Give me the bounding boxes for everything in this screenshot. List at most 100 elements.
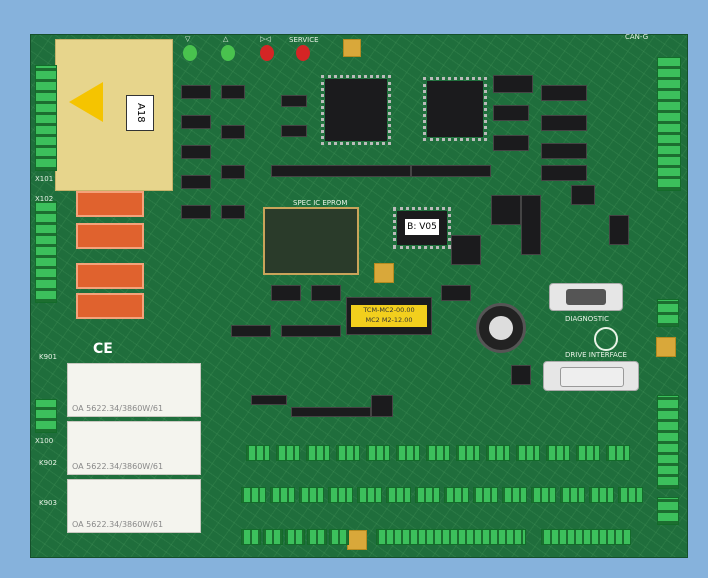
relay-label: K903 xyxy=(39,499,57,507)
relay xyxy=(76,293,144,319)
ic-chip xyxy=(291,407,371,417)
terminal-block[interactable] xyxy=(328,487,353,503)
relay xyxy=(76,191,144,217)
terminal-block[interactable] xyxy=(456,445,480,461)
terminal-block[interactable] xyxy=(486,445,510,461)
relay-k901: OA 5622.34/3860W/61 xyxy=(67,363,201,417)
ic-chip xyxy=(181,145,211,159)
ce-mark: CE xyxy=(93,341,113,357)
ic-chip xyxy=(491,195,521,225)
eprom-chip: TCM-MC2-00.00 MC2 M2-12.00 xyxy=(346,297,432,335)
ic-chip xyxy=(221,165,245,179)
drive-interface-label: DRIVE INTERFACE xyxy=(565,351,627,359)
ic-chip xyxy=(541,115,587,131)
terminal-block[interactable] xyxy=(285,529,305,545)
terminal-block[interactable] xyxy=(270,487,295,503)
diagnostic-label: DIAGNOSTIC xyxy=(565,315,609,323)
ic-chip xyxy=(281,125,307,137)
terminal-block[interactable] xyxy=(531,487,556,503)
eprom-label: SPEC IC EPROM xyxy=(293,199,348,207)
led-green-up xyxy=(221,45,235,61)
relay-k902: OA 5622.34/3860W/61 xyxy=(67,421,201,475)
ic-chip xyxy=(221,85,245,99)
relay xyxy=(76,223,144,249)
diagnostic-connector[interactable] xyxy=(549,283,623,311)
buzzer-center xyxy=(489,316,513,340)
relay-label: K902 xyxy=(39,459,57,467)
terminal-block[interactable] xyxy=(473,487,498,503)
terminal-block[interactable] xyxy=(589,487,614,503)
cpu-chip xyxy=(423,77,487,141)
terminal-block[interactable] xyxy=(263,529,283,545)
terminal-block[interactable] xyxy=(657,497,679,525)
led-label: △ xyxy=(223,35,229,43)
terminal-block[interactable] xyxy=(276,445,300,461)
terminal-block[interactable] xyxy=(307,529,327,545)
led-label: ▽ xyxy=(185,35,191,43)
ic-chip xyxy=(271,165,411,177)
led-label: ▷◁ xyxy=(260,35,271,43)
terminal-block[interactable] xyxy=(357,487,382,503)
terminal-block[interactable] xyxy=(426,445,450,461)
ic-chip xyxy=(371,395,393,417)
terminal-block[interactable] xyxy=(241,487,266,503)
terminal-block[interactable] xyxy=(546,445,570,461)
terminal-block[interactable] xyxy=(246,445,270,461)
terminal-block[interactable] xyxy=(306,445,330,461)
mounting-hole xyxy=(374,263,394,283)
firmware-chip: B: V05 xyxy=(393,207,451,249)
terminal-block[interactable] xyxy=(657,299,679,327)
relay-text: OA 5622.34/3860W/61 xyxy=(72,462,164,471)
ic-chip xyxy=(221,205,245,219)
terminal-block[interactable] xyxy=(336,445,360,461)
connector-pins xyxy=(560,367,624,387)
warning-plate: A18 xyxy=(55,39,173,191)
ic-chip xyxy=(311,285,341,301)
terminal-block[interactable] xyxy=(560,487,585,503)
ic-chip xyxy=(181,205,211,219)
ic-chip xyxy=(511,365,531,385)
terminal-block[interactable] xyxy=(299,487,324,503)
mounting-hole xyxy=(347,530,367,550)
can-label: CAN-G xyxy=(625,33,649,41)
terminal-block[interactable] xyxy=(366,445,390,461)
terminal-block[interactable] xyxy=(576,445,600,461)
ic-chip xyxy=(221,125,245,139)
terminal-block[interactable] xyxy=(376,529,526,545)
logo-icon xyxy=(594,327,618,351)
ic-chip xyxy=(571,185,595,205)
ic-chip xyxy=(271,285,301,301)
mounting-hole xyxy=(343,39,361,57)
ic-chip xyxy=(609,215,629,245)
drive-interface-connector[interactable] xyxy=(543,361,639,391)
sticker-line: TCM-MC2-00.00 xyxy=(363,306,415,314)
relay-text: OA 5622.34/3860W/61 xyxy=(72,404,164,413)
terminal-block[interactable] xyxy=(618,487,643,503)
terminal-block[interactable] xyxy=(541,529,631,545)
plate-label: A18 xyxy=(126,95,154,131)
terminal-block[interactable] xyxy=(241,529,261,545)
ic-chip xyxy=(181,115,211,129)
terminal-block[interactable] xyxy=(516,445,540,461)
relay-text: OA 5622.34/3860W/61 xyxy=(72,520,164,529)
terminal-block[interactable] xyxy=(35,65,57,171)
terminal-block[interactable] xyxy=(657,395,679,489)
ic-chip xyxy=(521,195,541,255)
terminal-block[interactable] xyxy=(35,201,57,303)
ic-chip xyxy=(251,395,287,405)
terminal-block[interactable] xyxy=(415,487,440,503)
terminal-block[interactable] xyxy=(444,487,469,503)
connector-label: X100 xyxy=(35,437,54,445)
ic-chip xyxy=(541,143,587,159)
terminal-block[interactable] xyxy=(606,445,630,461)
terminal-block[interactable] xyxy=(502,487,527,503)
circuit-board: A18 ▽ △ ▷◁ SERVICE CAN-G B: V05 SPEC IC … xyxy=(30,33,688,558)
terminal-block[interactable] xyxy=(329,529,349,545)
ic-chip xyxy=(411,165,491,177)
ic-chip xyxy=(493,135,529,151)
terminal-block[interactable] xyxy=(386,487,411,503)
terminal-block[interactable] xyxy=(657,57,681,191)
terminal-block[interactable] xyxy=(35,399,57,433)
terminal-block[interactable] xyxy=(396,445,420,461)
ic-chip xyxy=(231,325,271,337)
